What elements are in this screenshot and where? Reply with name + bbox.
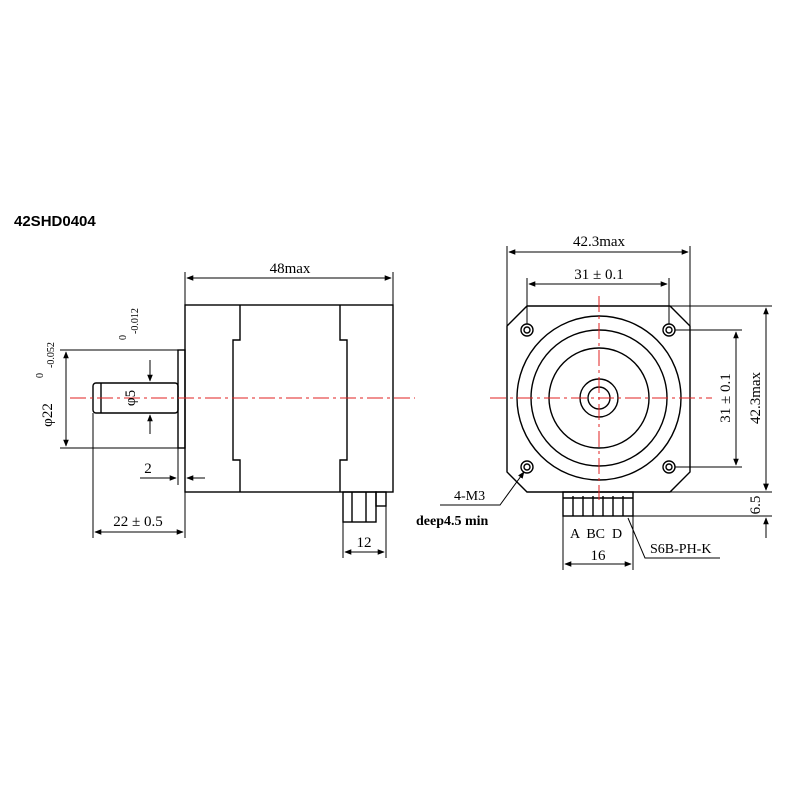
label-phi5: φ5	[123, 390, 139, 406]
label-s6b-ph-k: S6B-PH-K	[650, 542, 711, 557]
front-boss	[177, 349, 186, 449]
mount-hole-tl	[520, 323, 534, 337]
mount-hole-bl	[520, 460, 534, 474]
mount-hole-bl-inner	[523, 463, 531, 471]
label-42-3max-h: 42.3max	[573, 234, 626, 250]
label-42-3max-v: 42.3max	[748, 371, 764, 424]
label-31-v: 31 ± 0.1	[718, 373, 734, 422]
label-4-m3: 4-M3	[454, 489, 485, 504]
label-2: 2	[144, 461, 152, 477]
mount-hole-br	[662, 460, 676, 474]
mount-hole-tr	[662, 323, 676, 337]
mount-hole-br-inner	[665, 463, 673, 471]
leader-4-m3	[440, 471, 525, 506]
label-phi22: φ22	[40, 403, 56, 427]
leader-s6b	[627, 517, 720, 559]
side-dimensions	[60, 272, 394, 558]
front-connector-body	[562, 491, 634, 517]
label-phi22-lower-tol: -0.052	[46, 342, 57, 368]
mount-hole-tl-inner	[523, 326, 531, 334]
rear-connector	[342, 491, 377, 523]
label-48max: 48max	[270, 261, 311, 277]
front-dimensions	[440, 246, 772, 570]
label-12: 12	[357, 535, 372, 551]
model-label: 42SHD0404	[14, 213, 96, 230]
label-6-5: 6.5	[748, 496, 764, 515]
side-view	[92, 304, 394, 523]
label-pins: A BC D	[570, 527, 622, 542]
label-deep: deep4.5 min	[416, 514, 489, 529]
label-phi5-upper-tol: 0	[118, 335, 129, 340]
label-phi5-lower-tol: -0.012	[130, 308, 141, 334]
label-16: 16	[591, 548, 607, 564]
rear-connector-tab	[375, 491, 387, 507]
label-31-h: 31 ± 0.1	[574, 267, 623, 283]
body-detail-right	[339, 305, 348, 492]
label-phi22-upper-tol: 0	[35, 373, 46, 378]
mount-hole-tr-inner	[665, 326, 673, 334]
label-22: 22 ± 0.5	[113, 514, 162, 530]
body-detail-left	[232, 305, 241, 492]
